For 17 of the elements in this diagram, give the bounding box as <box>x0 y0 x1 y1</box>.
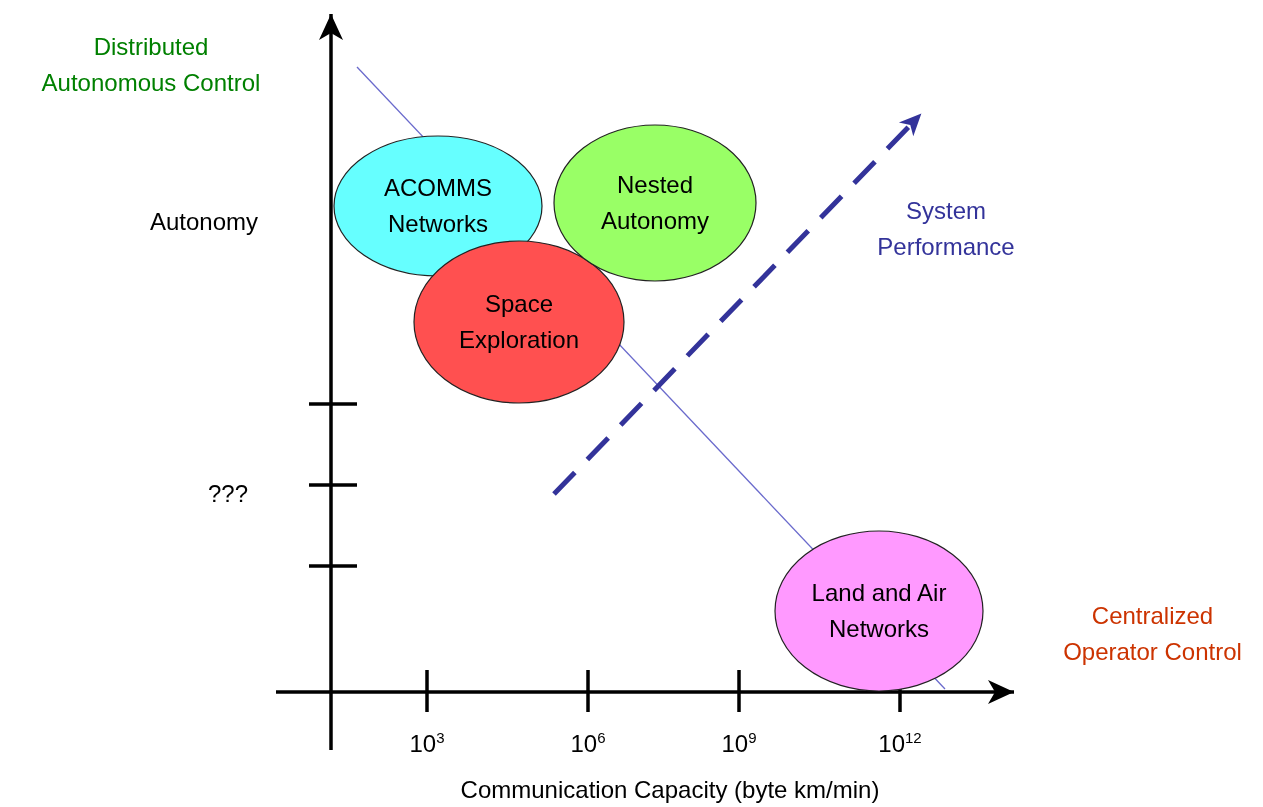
node-label: Space Exploration <box>457 289 581 355</box>
ellipse-node <box>553 124 757 282</box>
tick-label: ??? <box>208 479 249 509</box>
axis-end-label: Distributed Autonomous Control <box>40 32 262 98</box>
ellipse-node <box>774 530 984 692</box>
arrow-label: System Performance <box>876 196 1016 262</box>
ellipse-node <box>413 240 625 404</box>
tick-label: 10$^{6}$ <box>570 728 606 759</box>
node-label: Nested Autonomy <box>599 170 711 236</box>
axis-label: Autonomy <box>150 207 259 237</box>
node-label: ACOMMS Networks <box>383 173 493 239</box>
tick-label: 10$^{9}$ <box>721 728 757 759</box>
tick-label: 10$^{3}$ <box>409 728 445 759</box>
tick-label: 10$^{12}$ <box>878 728 922 759</box>
axis-end-label: Centralized Operator Control <box>1062 601 1243 667</box>
axis-title: Communication Capacity (byte km/min) <box>460 775 880 805</box>
node-label: Land and Air Networks <box>810 578 948 644</box>
